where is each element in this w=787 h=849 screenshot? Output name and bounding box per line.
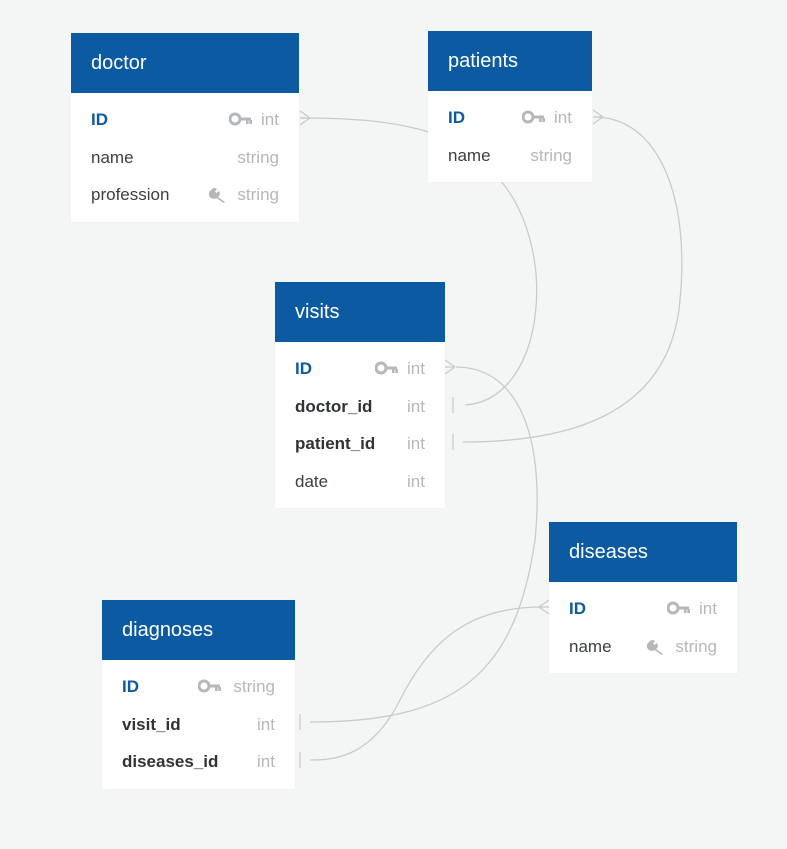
- relationship-line-4[interactable]: [309, 606, 543, 761]
- wrench-icon: [647, 639, 671, 655]
- key-icon: [667, 601, 691, 617]
- wrench-icon: [209, 187, 233, 203]
- column-type: string: [237, 147, 279, 167]
- column-type: int: [407, 359, 425, 378]
- key-icon: [198, 679, 222, 695]
- column-type: int: [407, 471, 425, 491]
- key-icon: [522, 110, 546, 126]
- column-name: doctor_id: [295, 396, 373, 416]
- column-type: int: [257, 752, 275, 771]
- crows-foot-many-marker: [538, 606, 550, 615]
- column-name: ID: [122, 677, 139, 696]
- key-icon: [375, 361, 399, 377]
- column-row-diseases-id[interactable]: diseases_id int: [102, 743, 295, 781]
- table-title[interactable]: diseases: [549, 522, 737, 582]
- table-title[interactable]: diagnoses: [102, 600, 295, 660]
- column-name: visit_id: [122, 714, 181, 734]
- column-type: int: [699, 599, 717, 618]
- column-name: diseases_id: [122, 752, 219, 771]
- column-row-date[interactable]: date int: [275, 463, 445, 501]
- crows-foot-many-marker: [444, 366, 456, 375]
- column-type: int: [407, 434, 425, 453]
- column-name: date: [295, 471, 329, 491]
- crows-foot-many-marker: [444, 359, 456, 368]
- column-row-profession[interactable]: profession string: [71, 176, 299, 214]
- column-row-id[interactable]: ID int: [275, 350, 445, 388]
- column-type: int: [554, 108, 572, 127]
- table-title[interactable]: doctor: [71, 33, 299, 93]
- crows-foot-many-marker: [592, 109, 604, 118]
- column-row-name[interactable]: name string: [428, 137, 592, 175]
- column-name: ID: [91, 110, 108, 129]
- column-type: string: [530, 145, 572, 165]
- crows-foot-many-marker: [538, 599, 550, 608]
- column-type: int: [261, 110, 279, 129]
- column-type: string: [233, 677, 275, 696]
- crows-foot-many-marker: [592, 116, 604, 125]
- column-row-name[interactable]: name string: [549, 628, 737, 666]
- column-row-name[interactable]: name string: [71, 139, 299, 177]
- column-name: ID: [569, 599, 586, 618]
- table-title[interactable]: visits: [275, 282, 445, 342]
- column-name: ID: [448, 108, 465, 127]
- column-row-id[interactable]: ID int: [71, 101, 299, 139]
- column-name: patient_id: [295, 434, 376, 453]
- column-name: profession: [91, 185, 170, 204]
- column-row-id[interactable]: ID int: [549, 590, 737, 628]
- column-type: string: [237, 185, 279, 204]
- column-row-id[interactable]: ID string: [102, 668, 295, 706]
- column-row-patient-id[interactable]: patient_id int: [275, 425, 445, 463]
- column-row-doctor-id[interactable]: doctor_id int: [275, 388, 445, 426]
- crows-foot-many-marker: [299, 110, 311, 119]
- table-title[interactable]: patients: [428, 31, 592, 91]
- key-icon: [229, 112, 253, 128]
- column-type: string: [675, 636, 717, 656]
- column-row-visit-id[interactable]: visit_id int: [102, 706, 295, 744]
- table-columns: ID int name string: [549, 582, 737, 673]
- column-name: name: [91, 147, 134, 167]
- column-name: ID: [295, 359, 312, 378]
- column-name: name: [448, 145, 491, 165]
- table-columns: ID int name string profession string: [71, 93, 299, 222]
- crows-foot-many-marker: [299, 117, 311, 126]
- table-columns: ID int name string: [428, 91, 592, 182]
- column-type: int: [257, 714, 275, 734]
- column-row-id[interactable]: ID int: [428, 99, 592, 137]
- column-type: int: [407, 396, 425, 416]
- column-name: name: [569, 636, 612, 656]
